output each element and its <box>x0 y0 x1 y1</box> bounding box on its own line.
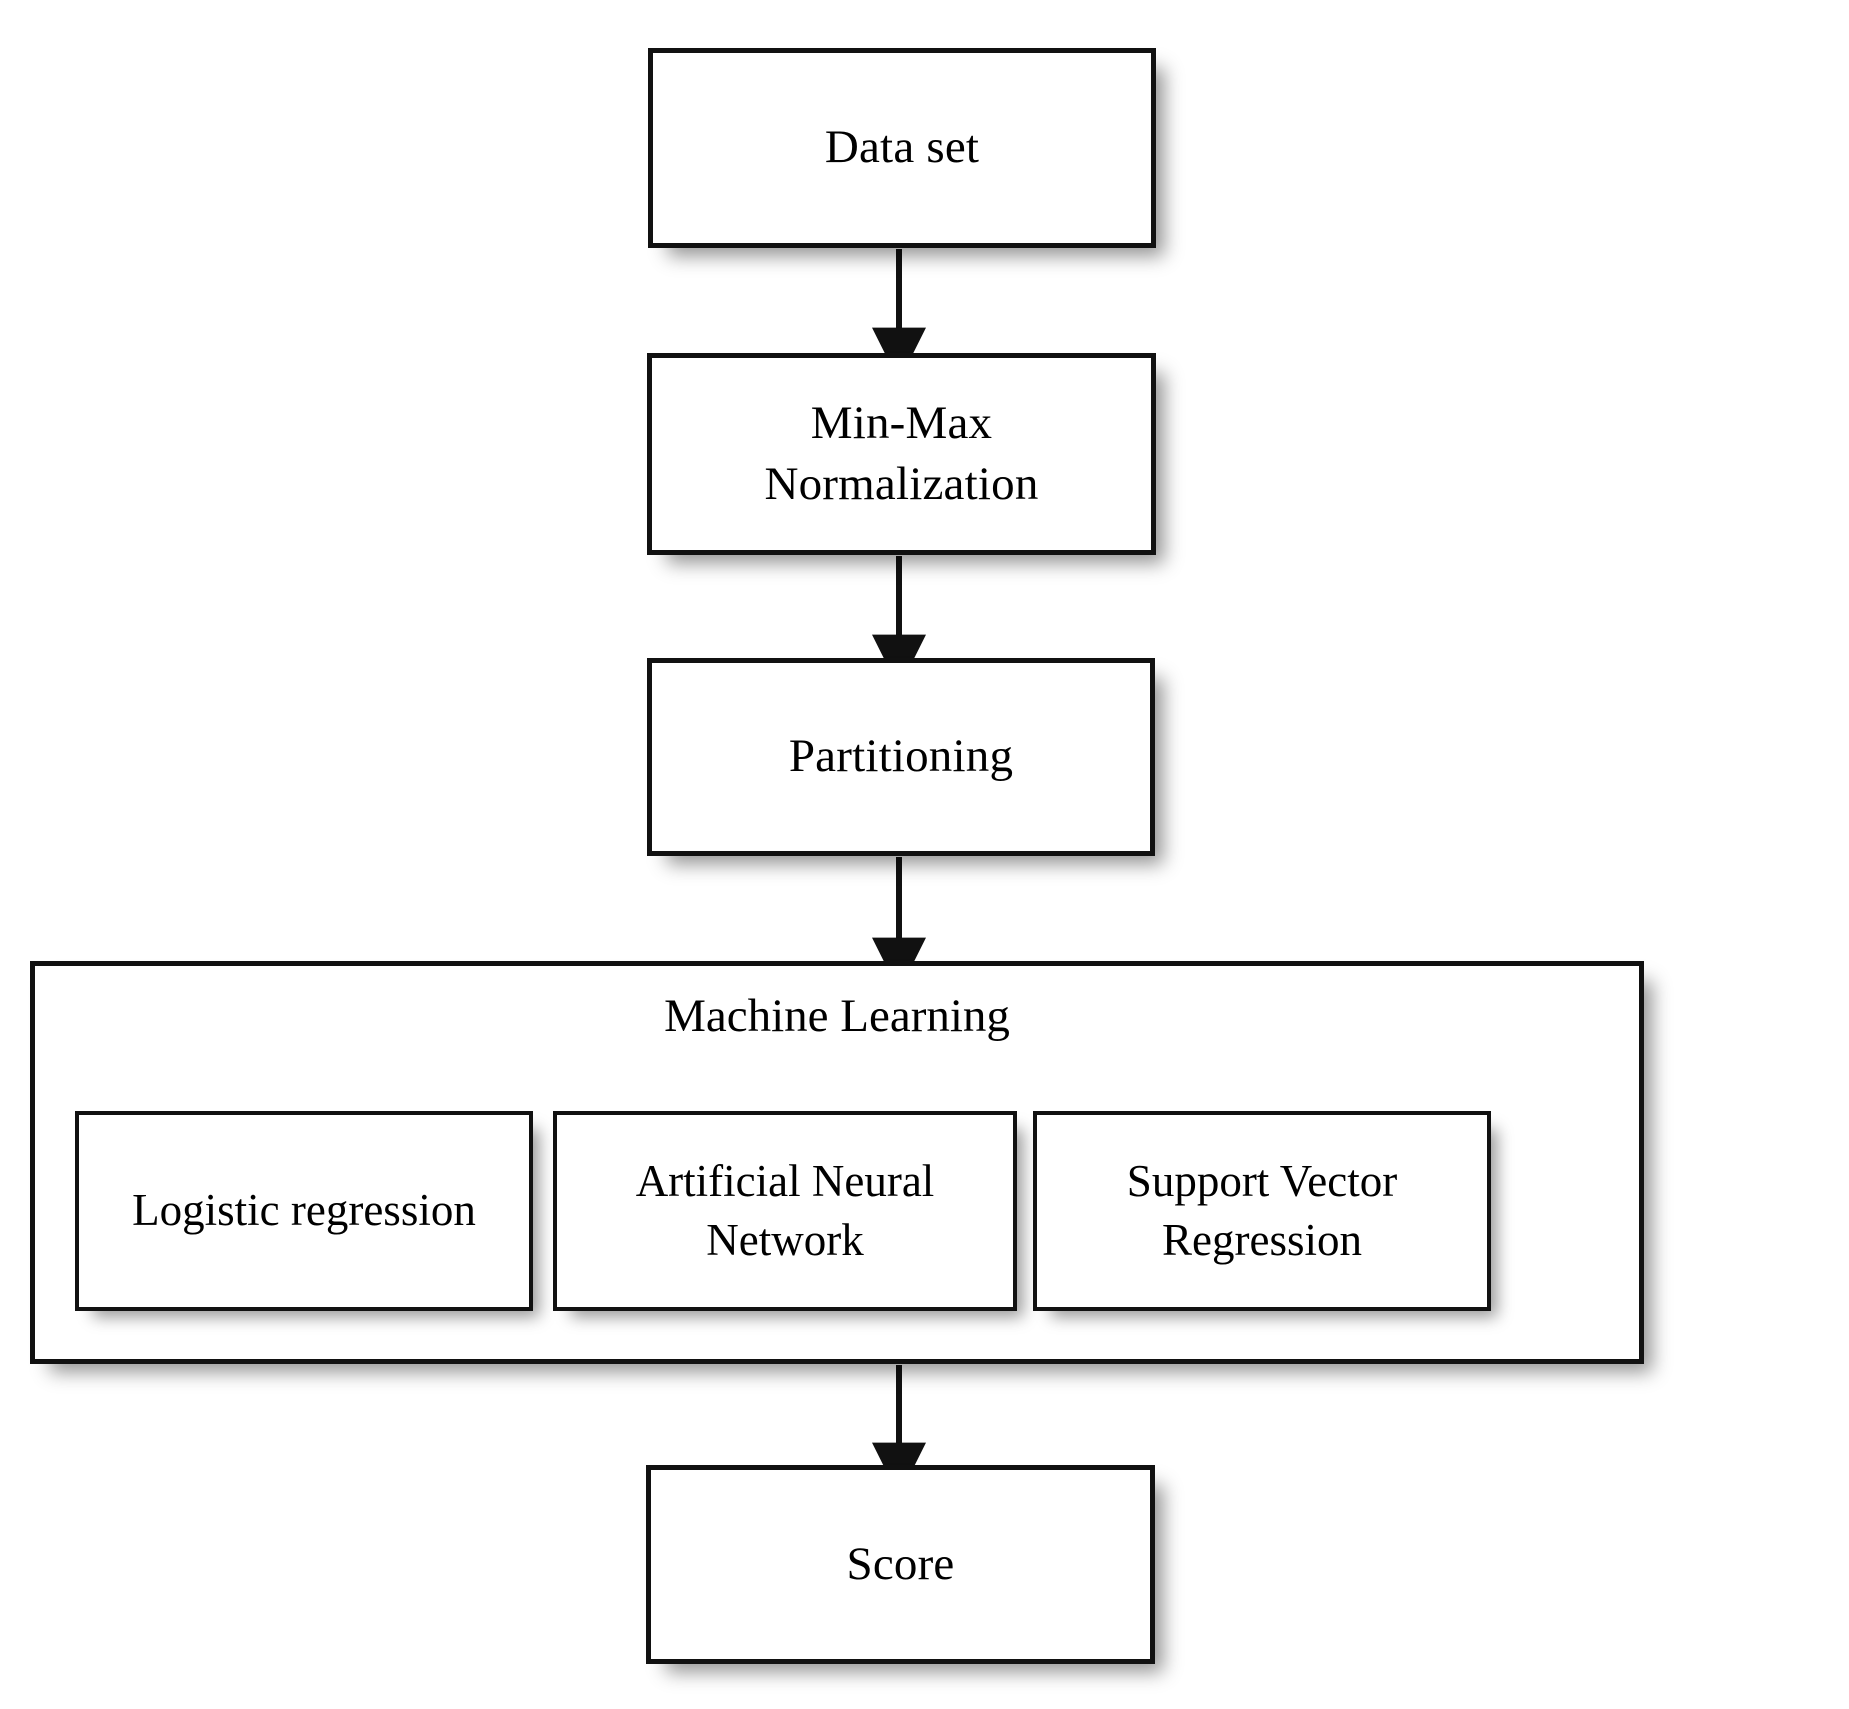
node-artificial-neural-network[interactable]: Artificial Neural Network <box>553 1111 1017 1311</box>
group-machine-learning-title: Machine Learning <box>664 990 1010 1042</box>
node-partitioning[interactable]: Partitioning <box>647 658 1155 856</box>
node-score[interactable]: Score <box>646 1465 1155 1664</box>
node-min-max-normalization[interactable]: Min-Max Normalization <box>647 353 1156 555</box>
node-logistic-regression[interactable]: Logistic regression <box>75 1111 533 1311</box>
node-support-vector-regression[interactable]: Support Vector Regression <box>1033 1111 1491 1311</box>
node-artificial-neural-network-label: Artificial Neural Network <box>635 1155 935 1265</box>
group-machine-learning[interactable]: Machine Learning Logistic regression Art… <box>30 961 1644 1364</box>
node-partitioning-label: Partitioning <box>788 730 1014 783</box>
node-score-label: Score <box>846 1537 955 1590</box>
node-min-max-normalization-label: Min-Max Normalization <box>764 396 1039 510</box>
node-logistic-regression-label: Logistic regression <box>132 1185 476 1236</box>
node-data-set[interactable]: Data set <box>648 48 1156 248</box>
node-data-set-label: Data set <box>824 121 980 174</box>
node-support-vector-regression-label: Support Vector Regression <box>1126 1155 1398 1265</box>
